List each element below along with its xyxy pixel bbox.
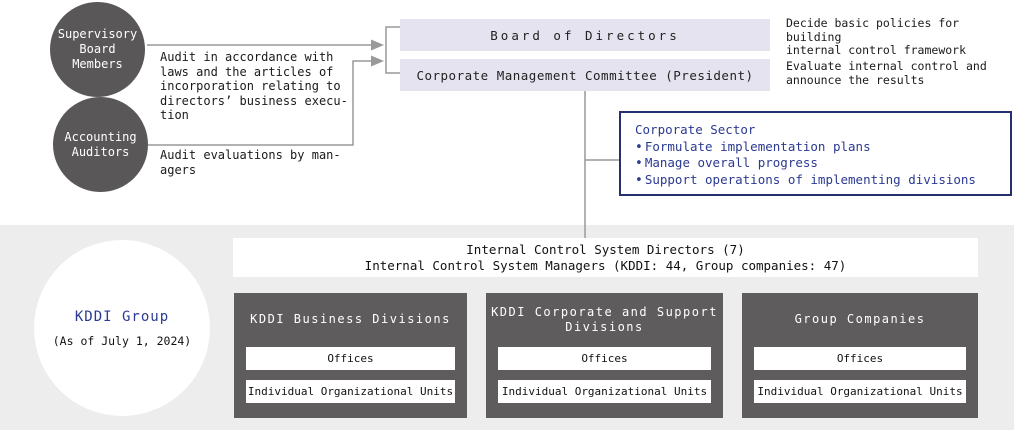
- organizational-units-bar: Individual Organizational Units: [246, 380, 455, 403]
- board-of-directors-box: Board of Directors: [400, 19, 770, 51]
- division-title: KDDI Business Divisions: [250, 312, 451, 327]
- supervisory-board-members-label: Supervisory Board Members: [57, 27, 138, 71]
- offices-bar: Offices: [246, 347, 455, 370]
- organizational-units-bar: Individual Organizational Units: [498, 380, 711, 403]
- accounting-auditors-label: Accounting Auditors: [64, 129, 137, 159]
- corporate-sector-box: Corporate Sector Formulate implementatio…: [619, 111, 1012, 196]
- corporate-sector-bullet: Formulate implementation plans: [635, 139, 1002, 156]
- corporate-sector-bullet: Manage overall progress: [635, 155, 1002, 172]
- board-role-note: Decide basic policies for building inter…: [786, 16, 967, 57]
- corporate-sector-bullet-list: Formulate implementation plans Manage ov…: [635, 139, 1002, 189]
- accounting-audit-note: Audit evaluations by man- agers: [160, 148, 341, 177]
- corporate-sector-title: Corporate Sector: [635, 122, 756, 137]
- internal-control-system-box: Internal Control System Directors (7) In…: [233, 238, 978, 277]
- committee-role-note: Evaluate internal control and announce t…: [786, 59, 987, 87]
- division-box-group-companies: Group Companies Offices Individual Organ…: [742, 293, 978, 418]
- kddi-group-title: KDDI Group: [74, 308, 170, 325]
- division-box-kddi-business: KDDI Business Divisions Offices Individu…: [234, 293, 467, 418]
- organizational-units-bar: Individual Organizational Units: [754, 380, 966, 403]
- kddi-group-date: (As of July 1, 2024): [52, 333, 192, 348]
- corporate-management-committee-label: Corporate Management Committee (Presiden…: [416, 67, 754, 83]
- kddi-group-badge: KDDI Group (As of July 1, 2024): [34, 240, 210, 416]
- division-title: Group Companies: [794, 312, 926, 327]
- accounting-auditors-node: Accounting Auditors: [53, 97, 148, 192]
- corporate-sector-bullet: Support operations of implementing divis…: [635, 172, 1002, 189]
- internal-control-managers-line: Internal Control System Managers (KDDI: …: [364, 257, 847, 273]
- arrowhead-supervisory-icon: [371, 39, 384, 51]
- internal-control-directors-line: Internal Control System Directors (7): [466, 241, 745, 257]
- corporate-management-committee-box: Corporate Management Committee (Presiden…: [400, 59, 770, 91]
- bracket-to-governance: [385, 26, 400, 74]
- offices-bar: Offices: [754, 347, 966, 370]
- supervisory-audit-note: Audit in accordance with laws and the ar…: [160, 50, 348, 122]
- offices-bar: Offices: [498, 347, 711, 370]
- board-of-directors-label: Board of Directors: [490, 27, 680, 43]
- supervisory-board-members-node: Supervisory Board Members: [50, 2, 145, 97]
- division-box-kddi-corporate-support: KDDI Corporate and Support Divisions Off…: [486, 293, 723, 418]
- division-title: KDDI Corporate and Support Divisions: [491, 304, 718, 335]
